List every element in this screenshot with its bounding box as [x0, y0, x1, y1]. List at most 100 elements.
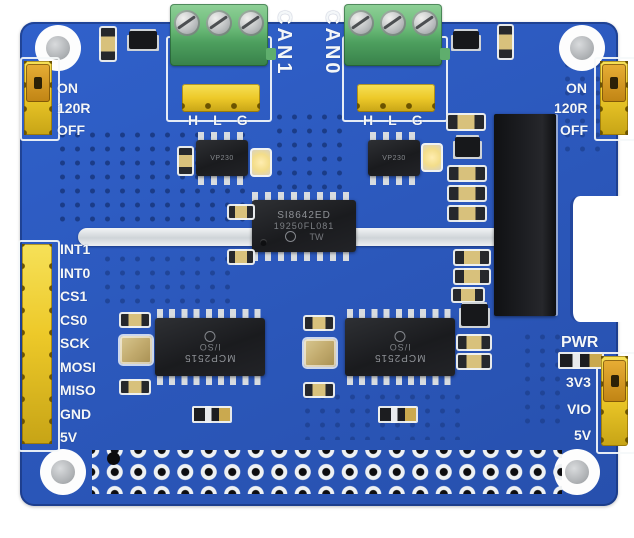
- can1-pin-holes: [182, 84, 260, 112]
- smd-resistor: [303, 315, 335, 331]
- isolator-lot-code: TW: [309, 231, 324, 242]
- term-left-120r-label: 120R: [57, 100, 91, 116]
- can0-screw-terminal[interactable]: [344, 4, 442, 66]
- smd-resistor: [227, 204, 255, 220]
- spi-label-int0: INT0: [60, 264, 91, 281]
- mcp-left-legs-bottom: [157, 376, 265, 385]
- can1-terminal-tab: [266, 48, 276, 60]
- isolator-marking-line2: 19250FL081: [273, 221, 335, 231]
- can1-screw-h[interactable]: [174, 10, 200, 36]
- smd-resistor: [177, 146, 194, 176]
- spi-label-sck: SCK: [60, 335, 90, 351]
- spi-header-silk: [18, 240, 60, 452]
- chip-logo-icon: [284, 231, 296, 242]
- isolator-legs-bottom: [252, 252, 356, 261]
- term-right-off-label: OFF: [560, 122, 588, 138]
- can0-screw-g[interactable]: [412, 10, 438, 36]
- jumper-cap-right[interactable]: [602, 64, 626, 102]
- spi-pin-header[interactable]: [22, 244, 52, 444]
- can1-pin-l: L: [213, 112, 222, 128]
- xcvr-left-legs-top: [198, 132, 246, 141]
- can-controller-right-chip: MCP2515 I/SO: [345, 318, 455, 376]
- can1-pin-header[interactable]: [182, 84, 260, 112]
- smd-resistor: [447, 185, 487, 202]
- smd-resistor: [453, 249, 491, 266]
- can1-screw-g[interactable]: [238, 10, 264, 36]
- spi-label-cs1: CS1: [60, 288, 88, 304]
- xcvr-right-marking: VP230: [382, 154, 406, 162]
- smd-component: [192, 406, 232, 423]
- can1-led: [250, 148, 272, 177]
- smd-resistor: [119, 379, 151, 395]
- mcp-left-legs-top: [157, 309, 265, 318]
- smd-component: [378, 406, 418, 423]
- microchip-logo-icon: [204, 331, 216, 342]
- can-transceiver-left-chip: VP230: [196, 140, 248, 176]
- power-vio-label: VIO: [567, 401, 592, 417]
- power-3v3-label: 3V3: [566, 374, 591, 390]
- jumper-right-silk: [594, 57, 634, 141]
- can0-led: [421, 143, 443, 172]
- term-left-on-label: ON: [57, 80, 78, 96]
- smd-resistor: [447, 205, 487, 222]
- mounting-hole-top-right: [559, 25, 605, 71]
- can1-pin-labels: H L G: [188, 112, 248, 128]
- term-left-off-label: OFF: [57, 122, 85, 138]
- can0-pin-labels: H L G: [363, 112, 423, 128]
- can0-screw-h[interactable]: [348, 10, 374, 36]
- spi-label-miso: MISO: [60, 382, 96, 398]
- smd-resistor: [119, 312, 151, 328]
- spi-label-int1: INT1: [60, 241, 91, 257]
- isolator-marking-line1: SI8642ED: [277, 210, 331, 221]
- sot23-transistor: [453, 31, 479, 49]
- can1-pin-g: G: [236, 112, 248, 128]
- power-5v-label: 5V: [574, 427, 592, 443]
- mcp-left-suffix: I/SO: [199, 342, 222, 352]
- term-right-120r-label: 120R: [554, 100, 588, 116]
- mcp-right-legs-top: [347, 309, 455, 318]
- xcvr-left-legs-bottom: [198, 176, 246, 185]
- isolator-legs-top: [252, 192, 356, 201]
- spi-label-mosi: MOSI: [60, 358, 96, 375]
- smd-resistor: [99, 26, 117, 62]
- smd-resistor: [497, 24, 514, 60]
- smd-resistor: [453, 268, 491, 285]
- pwr-label: PWR: [561, 334, 599, 351]
- isolator-chip: SI8642ED 19250FL081 TW: [252, 200, 356, 252]
- mounting-hole-bottom-left: [40, 449, 86, 495]
- can-controller-left-chip: MCP2515 I/SO: [155, 318, 265, 376]
- jumper-cap-left[interactable]: [26, 64, 50, 102]
- spi-label-5v: 5V: [60, 429, 78, 445]
- spi-header-labels: INT1 INT0 CS1 CS0 SCK MOSI MISO GND 5V: [60, 242, 96, 444]
- power-module: [494, 114, 556, 316]
- can1-screw-l[interactable]: [206, 10, 232, 36]
- can0-label: CAN0: [321, 10, 343, 77]
- smd-resistor: [451, 287, 485, 303]
- isolator-marking-line3: TW: [284, 231, 324, 242]
- smd-resistor: [303, 382, 335, 398]
- can0-screw-l[interactable]: [380, 10, 406, 36]
- sot23-ic: [461, 304, 488, 326]
- crystal-right: [304, 339, 336, 367]
- can0-pin-l: L: [388, 112, 397, 128]
- can1-label: CAN1: [273, 10, 295, 77]
- smd-resistor: [447, 165, 487, 182]
- pin1-dot: [260, 239, 267, 246]
- via-field: [100, 252, 240, 304]
- board-edge-notch: [570, 196, 634, 322]
- spi-label-gnd: GND: [60, 405, 92, 422]
- xcvr-right-legs-top: [370, 132, 418, 141]
- power-jumper-cap[interactable]: [603, 360, 626, 402]
- mcp-right-suffix: I/SO: [389, 342, 412, 352]
- gpio-filled-hole: [107, 452, 120, 465]
- mcp-right-name: MCP2515: [374, 352, 426, 363]
- can0-pin-holes: [357, 84, 435, 112]
- xcvr-left-marking: VP230: [210, 154, 234, 162]
- can1-screw-terminal[interactable]: [170, 4, 268, 66]
- sot23-transistor: [129, 31, 157, 49]
- spi-label-cs0: CS0: [60, 311, 88, 328]
- crystal-left: [120, 336, 152, 364]
- can0-pin-header[interactable]: [357, 84, 435, 112]
- mcp-right-legs-bottom: [347, 376, 455, 385]
